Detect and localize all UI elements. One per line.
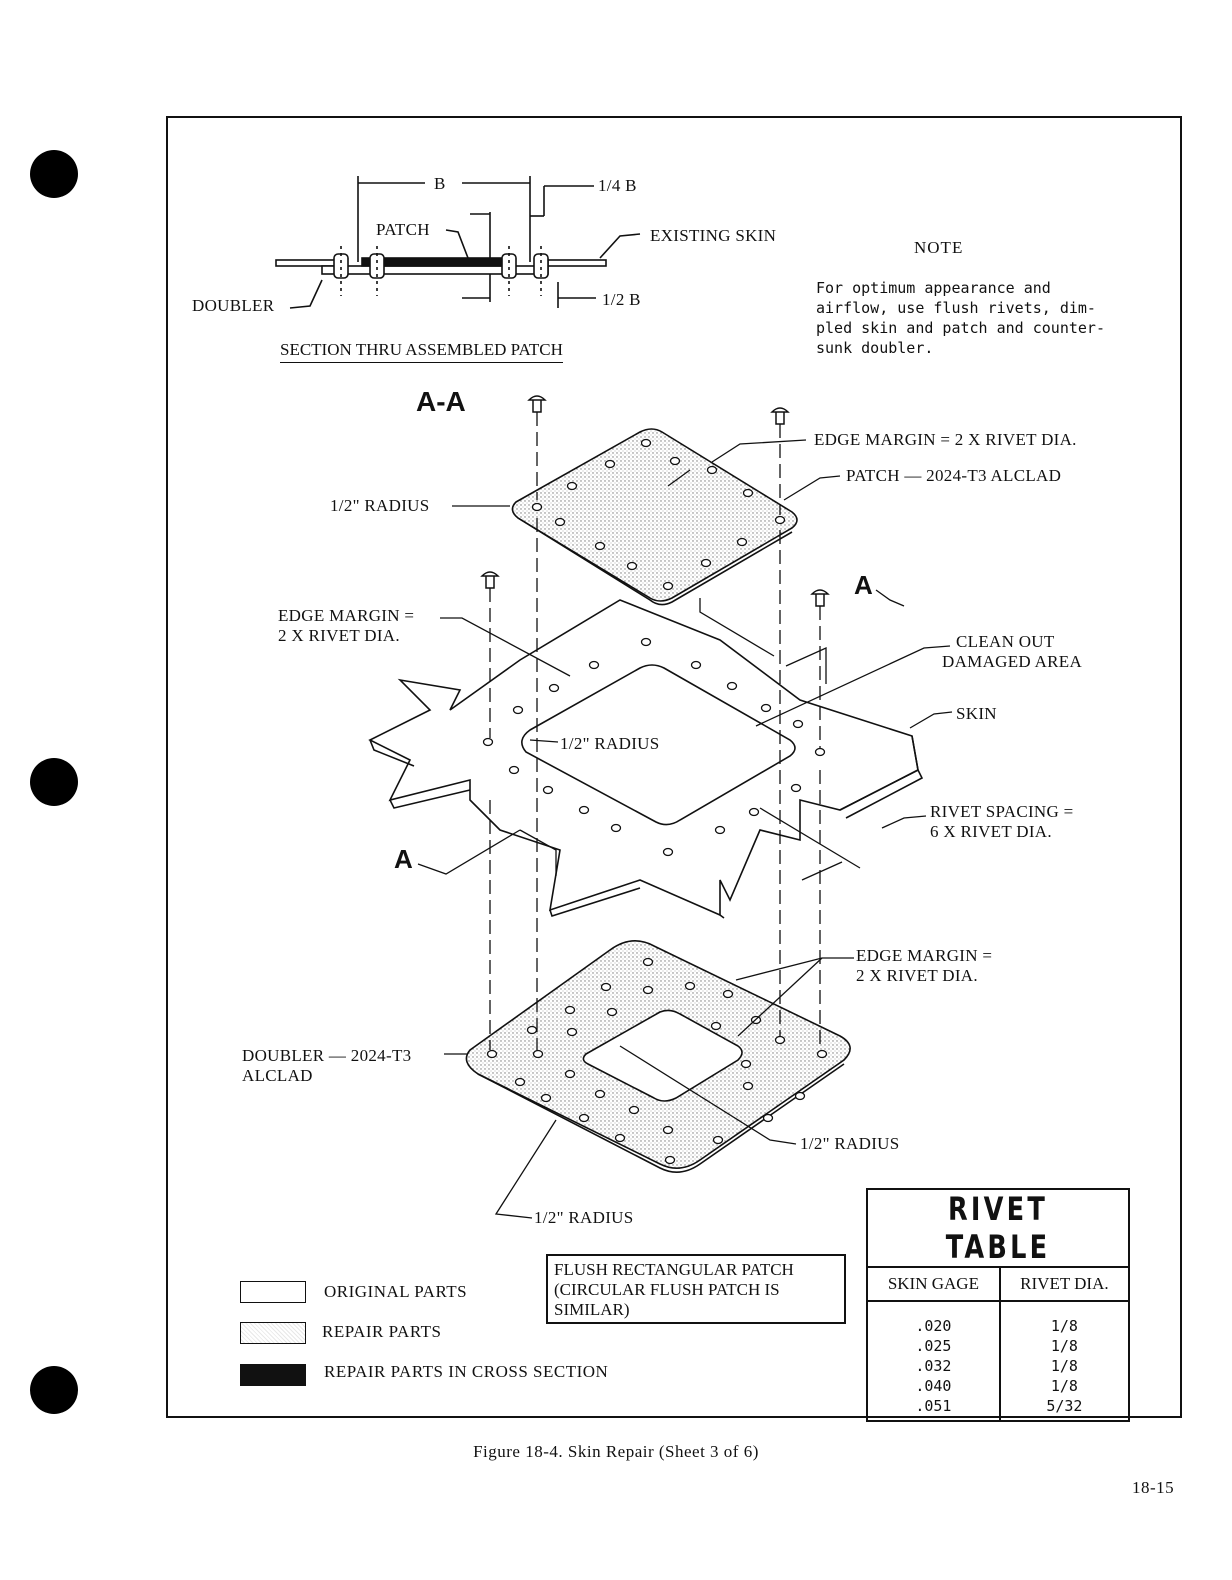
dimension-half-b-label: 1/2 B — [602, 290, 641, 309]
rivet-axis-lines — [489, 412, 821, 1050]
table-row-dia: 1/8 — [1050, 1317, 1078, 1335]
edge-margin-skin-label-1: EDGE MARGIN = — [278, 606, 415, 625]
section-marker-a-lower: A — [394, 844, 413, 874]
table-row-dia: 5/32 — [1046, 1397, 1083, 1415]
skin-panel — [368, 599, 924, 919]
col-rivet-dia: RIVET DIA. — [998, 1267, 1129, 1302]
rivet-spacing-label-1: RIVET SPACING = — [930, 802, 1074, 821]
skin-radius-label: 1/2" RADIUS — [560, 734, 660, 753]
edge-margin-skin-label-2: 2 X RIVET DIA. — [278, 626, 400, 645]
rivet-table: RIVET TABLE SKIN GAGE RIVET DIA. .020 .0… — [866, 1188, 1130, 1422]
dimension-b-label: B — [434, 174, 446, 193]
rivet-dia-values: 1/8 1/8 1/8 1/8 5/32 — [998, 1301, 1129, 1421]
patch-plate — [511, 428, 798, 606]
leader-lines — [417, 439, 953, 1219]
legend-repair-label: REPAIR PARTS — [322, 1322, 442, 1341]
patch-material-label: PATCH — 2024-T3 ALCLAD — [846, 466, 1062, 485]
table-row-gage: .051 — [915, 1397, 952, 1415]
page-number: 18-15 — [1132, 1478, 1175, 1497]
col-skin-gage: SKIN GAGE — [867, 1267, 1000, 1302]
doubler-plate — [465, 940, 851, 1173]
edge-margin-patch-label: EDGE MARGIN = 2 X RIVET DIA. — [814, 430, 1077, 449]
note-body: For optimum appearance and airflow, use … — [816, 279, 1105, 357]
patch-type-callout: FLUSH RECTANGULAR PATCH (CIRCULAR FLUSH … — [546, 1254, 846, 1324]
table-row-gage: .025 — [915, 1337, 952, 1355]
patch-type-line-1: FLUSH RECTANGULAR PATCH — [554, 1260, 794, 1279]
legend-repair-swatch — [240, 1322, 306, 1344]
edge-margin-doubler-label-2: 2 X RIVET DIA. — [856, 966, 978, 985]
table-row-gage: .040 — [915, 1377, 952, 1395]
patch-radius-label: 1/2" RADIUS — [330, 496, 430, 515]
table-row-dia: 1/8 — [1050, 1357, 1078, 1375]
binder-hole-middle — [30, 758, 78, 806]
binder-hole-top — [30, 150, 78, 198]
skin-gage-values: .020 .025 .032 .040 .051 — [867, 1301, 1000, 1421]
table-row-dia: 1/8 — [1050, 1337, 1078, 1355]
rivet-spacing-label-2: 6 X RIVET DIA. — [930, 822, 1052, 841]
doubler-inner-radius-label: 1/2" RADIUS — [800, 1134, 900, 1153]
doubler-material-label-2: ALCLAD — [242, 1066, 313, 1085]
table-row-dia: 1/8 — [1050, 1377, 1078, 1395]
edge-margin-doubler-label-1: EDGE MARGIN = — [856, 946, 993, 965]
note-title: NOTE — [914, 238, 964, 257]
rivet-holes — [482, 438, 828, 1165]
doubler-label: DOUBLER — [192, 296, 275, 315]
skin-label: SKIN — [956, 704, 997, 723]
existing-skin-label: EXISTING SKIN — [650, 226, 777, 245]
section-view-drawing — [275, 176, 641, 309]
section-marker-a-upper: A — [854, 570, 873, 600]
section-marker-a-a: A-A — [416, 386, 466, 417]
legend-cross-section-swatch — [240, 1364, 306, 1386]
rivet-table-title: RIVET TABLE — [893, 1189, 1103, 1268]
doubler-material-label-1: DOUBLER — 2024-T3 — [242, 1046, 412, 1065]
legend-cross-section-label: REPAIR PARTS IN CROSS SECTION — [324, 1362, 609, 1381]
table-row-gage: .032 — [915, 1357, 952, 1375]
legend-original-label: ORIGINAL PARTS — [324, 1282, 468, 1301]
legend-original-swatch — [240, 1281, 306, 1303]
patch-type-line-2: (CIRCULAR FLUSH PATCH IS — [554, 1280, 780, 1299]
clean-out-label-2: DAMAGED AREA — [942, 652, 1083, 671]
dimension-quarter-b-label: 1/4 B — [598, 176, 637, 195]
figure-caption: Figure 18-4. Skin Repair (Sheet 3 of 6) — [473, 1442, 759, 1461]
binder-hole-bottom — [30, 1366, 78, 1414]
patch-type-line-3: SIMILAR) — [554, 1300, 630, 1319]
patch-label: PATCH — [376, 220, 430, 239]
clean-out-label-1: CLEAN OUT — [956, 632, 1055, 651]
table-row-gage: .020 — [915, 1317, 952, 1335]
section-title: SECTION THRU ASSEMBLED PATCH — [280, 340, 563, 363]
figure-frame — [166, 116, 1182, 1418]
doubler-outer-radius-label: 1/2" RADIUS — [534, 1208, 634, 1227]
